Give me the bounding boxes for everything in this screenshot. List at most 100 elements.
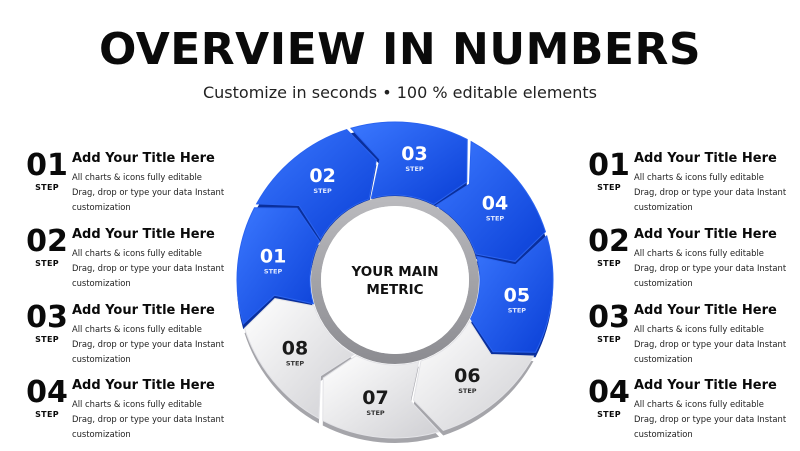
segment-arrow-shape bbox=[236, 207, 320, 325]
step-description-line: Drag, drop or type your data Instant bbox=[72, 414, 225, 424]
segment-number: 07 bbox=[362, 387, 388, 409]
step-title: Add Your Title Here bbox=[72, 303, 215, 318]
step-label: STEP bbox=[35, 259, 59, 268]
step-description-line: customization bbox=[72, 429, 131, 439]
segment-step-label: STEP bbox=[313, 187, 332, 195]
center-metric-line-1: YOUR MAIN bbox=[350, 264, 438, 280]
step-description-line: All charts & icons fully editable bbox=[72, 399, 202, 409]
segment-number: 04 bbox=[482, 193, 508, 215]
segment-number: 01 bbox=[260, 246, 286, 268]
segment-step-label: STEP bbox=[458, 387, 477, 395]
step-description-line: Drag, drop or type your data Instant bbox=[634, 414, 787, 424]
step-number: 01 bbox=[588, 148, 630, 183]
step-description-line: Drag, drop or type your data Instant bbox=[72, 339, 225, 349]
step-description-line: customization bbox=[72, 278, 131, 288]
step-description-line: All charts & icons fully editable bbox=[634, 248, 764, 258]
segment-step-label: STEP bbox=[286, 359, 305, 367]
step-number: 02 bbox=[588, 224, 630, 259]
step-title: Add Your Title Here bbox=[634, 151, 777, 166]
step-label: STEP bbox=[35, 183, 59, 192]
step-title: Add Your Title Here bbox=[72, 151, 215, 166]
center-disc bbox=[321, 206, 469, 354]
step-label: STEP bbox=[597, 335, 621, 344]
segment-arrow-shape bbox=[470, 235, 554, 353]
center-ring bbox=[311, 196, 479, 364]
page-title: OVERVIEW IN NUMBERS bbox=[98, 24, 702, 75]
step-number: 04 bbox=[26, 375, 68, 410]
step-description-line: All charts & icons fully editable bbox=[72, 172, 202, 182]
segment-arrow-shape bbox=[255, 128, 377, 241]
segment-arrow-shape bbox=[413, 319, 535, 432]
step-description-line: All charts & icons fully editable bbox=[72, 324, 202, 334]
step-description-line: Drag, drop or type your data Instant bbox=[634, 263, 787, 273]
segment-number: 05 bbox=[504, 285, 530, 307]
step-description-line: customization bbox=[634, 354, 693, 364]
step-cycle-diagram: 01STEP02STEP03STEP04STEP05STEP06STEP07ST… bbox=[236, 121, 554, 444]
step-number: 03 bbox=[26, 300, 68, 335]
step-title: Add Your Title Here bbox=[634, 227, 777, 242]
step-description-line: Drag, drop or type your data Instant bbox=[72, 187, 225, 197]
segment-number: 03 bbox=[401, 143, 427, 165]
step-title: Add Your Title Here bbox=[634, 378, 777, 393]
segment-step-label: STEP bbox=[405, 165, 424, 173]
segment-arrow-shape bbox=[322, 355, 440, 439]
step-number: 04 bbox=[588, 375, 630, 410]
center-metric-line-2: METRIC bbox=[366, 282, 423, 298]
step-title: Add Your Title Here bbox=[634, 303, 777, 318]
segment-number: 02 bbox=[309, 165, 335, 187]
step-description-line: customization bbox=[634, 278, 693, 288]
step-number: 03 bbox=[588, 300, 630, 335]
segment-arrow-shape bbox=[243, 298, 356, 420]
step-description-line: All charts & icons fully editable bbox=[72, 248, 202, 258]
step-description-line: customization bbox=[72, 202, 131, 212]
segment-step-label: STEP bbox=[264, 268, 283, 276]
segment-number: 06 bbox=[454, 365, 480, 387]
step-number: 01 bbox=[26, 148, 68, 183]
segment-arrow-shape bbox=[434, 140, 547, 262]
step-label: STEP bbox=[597, 410, 621, 419]
step-description-line: customization bbox=[72, 354, 131, 364]
step-label: STEP bbox=[35, 410, 59, 419]
segment-number: 08 bbox=[282, 337, 308, 359]
step-number: 02 bbox=[26, 224, 68, 259]
segment-step-label: STEP bbox=[508, 307, 527, 315]
step-description-line: customization bbox=[634, 202, 693, 212]
step-label: STEP bbox=[35, 335, 59, 344]
step-description-line: All charts & icons fully editable bbox=[634, 324, 764, 334]
page-subtitle: Customize in seconds • 100 % editable el… bbox=[202, 83, 598, 102]
step-title: Add Your Title Here bbox=[72, 227, 215, 242]
step-description-line: Drag, drop or type your data Instant bbox=[634, 187, 787, 197]
step-label: STEP bbox=[597, 259, 621, 268]
segment-step-label: STEP bbox=[366, 409, 385, 417]
step-title: Add Your Title Here bbox=[72, 378, 215, 393]
step-description-line: All charts & icons fully editable bbox=[634, 399, 764, 409]
step-label: STEP bbox=[597, 183, 621, 192]
step-description-line: All charts & icons fully editable bbox=[634, 172, 764, 182]
segment-step-label: STEP bbox=[486, 215, 505, 223]
step-description-line: Drag, drop or type your data Instant bbox=[72, 263, 225, 273]
